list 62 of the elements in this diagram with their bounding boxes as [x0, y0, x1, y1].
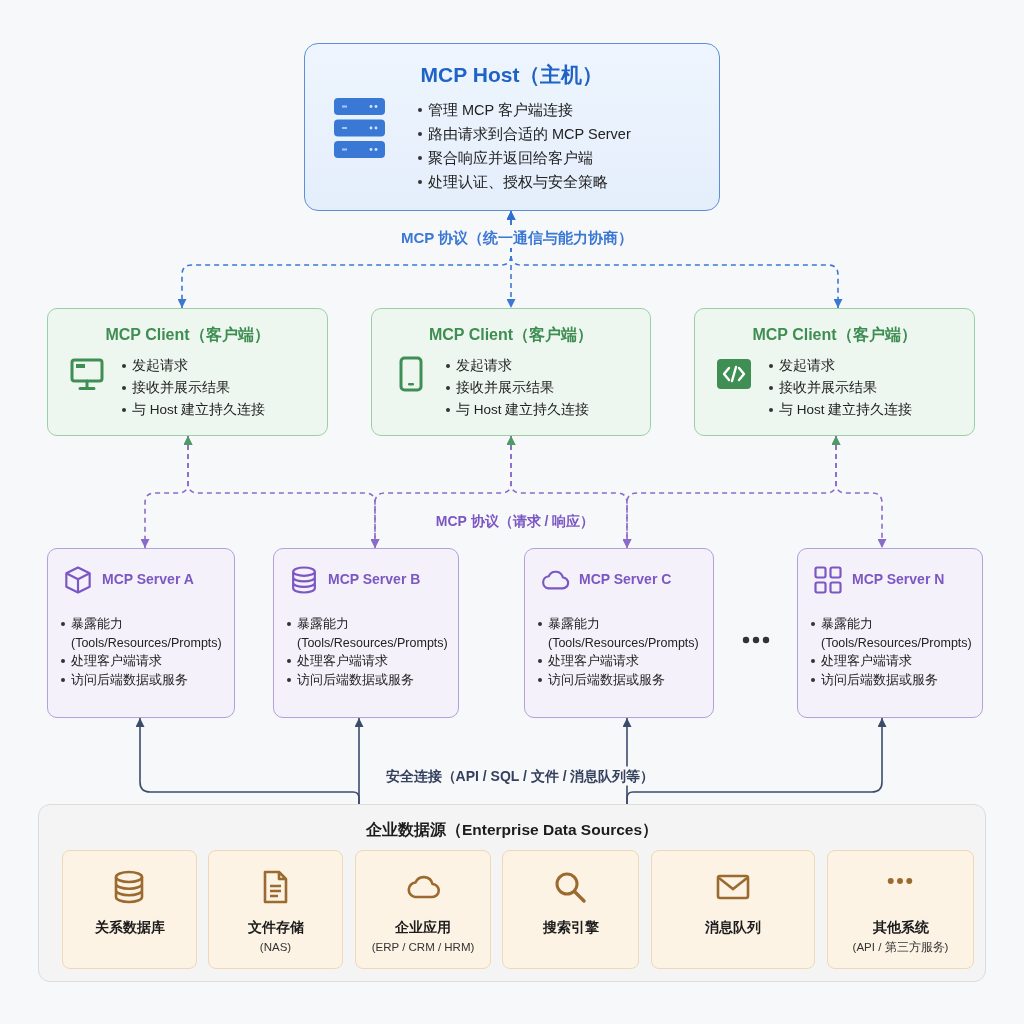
box-title: MCP Client（客户端）	[105, 325, 270, 345]
dashed-arrow	[831, 435, 887, 549]
client-box	[47, 308, 328, 436]
box-title: MCP Server A	[102, 570, 194, 589]
bullet-item: 与 Host 建立持久连接	[768, 399, 913, 421]
client-box	[371, 308, 651, 436]
bullet-item: 处理客户端请求	[810, 652, 912, 671]
card-title: 企业应用	[395, 918, 451, 937]
bullet-item: 暴露能力 (Tools/Resources/Prompts)	[537, 615, 707, 652]
card-title: 其他系统	[872, 918, 929, 937]
dashed-arrow	[506, 210, 843, 309]
bullet-item: 访问后端数据或服务	[286, 670, 414, 689]
bullet-item: 路由请求到合适的 MCP Server	[417, 122, 631, 146]
panel-title: 企业数据源（Enterprise Data Sources）	[366, 820, 658, 840]
bullet-item: 接收并展示结果	[445, 377, 554, 399]
bullet-item: 访问后端数据或服务	[537, 670, 665, 689]
host-box	[304, 43, 720, 211]
bullet-item: 处理客户端请求	[286, 652, 388, 671]
client-box	[694, 308, 975, 436]
card-subtitle: (NAS)	[259, 940, 292, 955]
card-title: 搜索引擎	[542, 918, 599, 937]
bullet-item: 接收并展示结果	[121, 377, 230, 399]
data-source-card	[208, 850, 343, 969]
box-title: MCP Client（客户端）	[428, 325, 594, 345]
bullet-item: 访问后端数据或服务	[810, 670, 938, 689]
server-box	[797, 548, 983, 718]
data-source-card	[827, 850, 974, 969]
bullet-item: 管理 MCP 客户端连接	[417, 98, 574, 122]
arrow	[354, 717, 364, 805]
bullet-item: 发起请求	[445, 355, 512, 377]
bullet-item: 与 Host 建立持久连接	[121, 399, 266, 421]
arrow	[626, 717, 887, 805]
data-source-card	[355, 850, 491, 969]
data-source-card	[502, 850, 639, 969]
bullet-item: 暴露能力 (Tools/Resources/Prompts)	[286, 615, 452, 652]
bullet-item: 处理客户端请求	[60, 652, 162, 671]
bullet-item: 接收并展示结果	[768, 377, 877, 399]
bullet-item: 访问后端数据或服务	[60, 670, 188, 689]
box-title: MCP Server C	[579, 570, 672, 589]
card-title: 消息队列	[705, 918, 761, 937]
bullet-item: 暴露能力 (Tools/Resources/Prompts)	[60, 615, 228, 652]
bullet-item: 处理客户端请求	[537, 652, 639, 671]
bullet-item: 与 Host 建立持久连接	[445, 399, 590, 421]
card-title: 关系数据库	[94, 918, 165, 937]
card-title: 文件存储	[247, 918, 304, 937]
server-box	[524, 548, 714, 718]
data-source-panel	[38, 804, 986, 982]
bullet-item: 发起请求	[121, 355, 188, 377]
bullet-item: 聚合响应并返回给客户端	[417, 146, 593, 170]
server-box	[47, 548, 235, 718]
box-title: MCP Client（客户端）	[752, 325, 917, 345]
bullet-item: 发起请求	[768, 355, 835, 377]
data-source-card	[62, 850, 197, 969]
box-title: MCP Server N	[852, 570, 945, 589]
box-title: MCP Server B	[328, 570, 421, 589]
card-subtitle: (API / 第三方服务)	[852, 940, 949, 955]
bullet-item: 处理认证、授权与安全策略	[417, 170, 608, 194]
card-subtitle: (ERP / CRM / HRM)	[371, 940, 475, 955]
data-source-card	[651, 850, 815, 969]
bullet-item: 暴露能力 (Tools/Resources/Prompts)	[810, 615, 976, 652]
box-title: MCP Host（主机）	[420, 62, 604, 88]
server-box	[273, 548, 459, 718]
